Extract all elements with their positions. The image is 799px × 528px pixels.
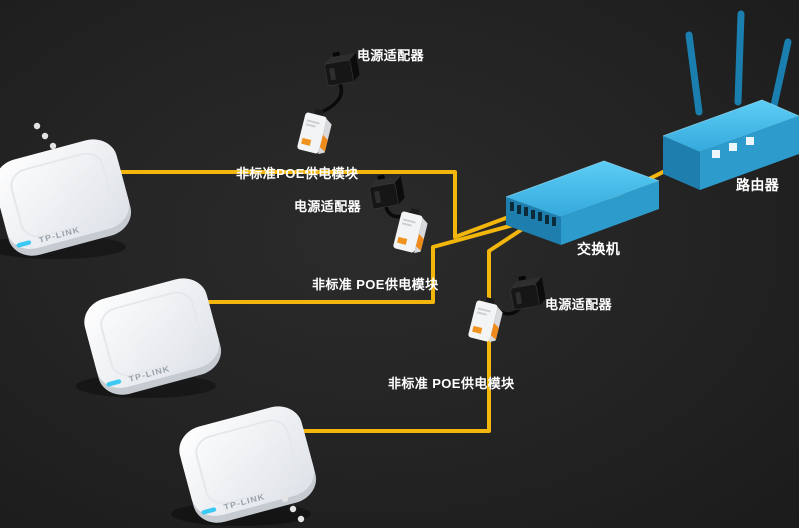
adapter3-body xyxy=(510,284,540,310)
label-switch: 交换机 xyxy=(577,241,621,257)
poe-injector-1 xyxy=(297,109,332,155)
poe3-text-line2 xyxy=(476,311,487,316)
power-adapter-2 xyxy=(369,174,405,209)
poe-injector-2 xyxy=(393,208,428,254)
access-point-2: TP-LINK xyxy=(76,278,222,398)
router-face-top xyxy=(663,100,799,152)
switch-face-top xyxy=(506,161,659,217)
label-poe-module-3: 非标准 POE供电模块 xyxy=(388,376,515,391)
poe-injector-3 xyxy=(468,297,503,343)
antenna-1-icon xyxy=(685,31,703,116)
power-adapter-3 xyxy=(510,275,546,310)
label-power-adapter-2: 电源适配器 xyxy=(294,199,362,214)
adapter1-topface xyxy=(324,52,356,65)
poe3-text-line1 xyxy=(477,307,491,313)
poe1-text-line1 xyxy=(306,119,320,125)
poe1-logo xyxy=(301,137,312,146)
ap3-inner-ring xyxy=(195,419,299,505)
poe2-logo xyxy=(397,236,408,245)
poe2-orange-band xyxy=(415,233,424,251)
router-leds xyxy=(712,137,754,158)
cable-adapter1-to-poe1 xyxy=(317,82,344,115)
access-point-1: TP-LINK xyxy=(0,139,132,259)
ap1-led xyxy=(16,240,32,248)
router xyxy=(662,10,799,190)
access-point-3: TP-LINK xyxy=(171,406,317,526)
switch-ports xyxy=(510,202,556,226)
label-router: 路由器 xyxy=(736,177,780,193)
ap1-inner-ring xyxy=(10,152,114,238)
switch-face-front xyxy=(561,181,659,245)
ap3-led xyxy=(201,507,217,515)
ethernet-switch xyxy=(505,160,660,245)
poe3-logo xyxy=(472,325,483,334)
poe1-text-line2 xyxy=(305,123,316,128)
router-face-front xyxy=(700,116,799,190)
adapter2-body xyxy=(369,183,399,209)
ap2-inner-ring xyxy=(100,291,204,377)
adapter2-glint xyxy=(374,190,381,204)
adapter1-body xyxy=(324,60,354,86)
more-devices-ellipsis-top xyxy=(33,122,57,150)
label-poe-module-2: 非标准 POE供电模块 xyxy=(312,277,439,292)
label-power-adapter-3: 电源适配器 xyxy=(545,297,613,312)
switch-top-highlight xyxy=(505,160,660,198)
adapter3-sideface xyxy=(535,276,546,306)
more-devices-ellipsis-bottom xyxy=(281,495,305,523)
adapter3-glint xyxy=(515,291,522,305)
antenna-2-icon xyxy=(734,10,745,106)
adapter2-topface xyxy=(369,175,401,188)
antenna-3-icon xyxy=(769,38,792,114)
label-poe-module-1: 非标准POE供电模块 xyxy=(236,166,359,181)
cable-ap2-to-switch xyxy=(203,222,519,304)
cable-ap3-to-switch xyxy=(293,226,526,433)
poe2-text-line2 xyxy=(401,222,412,227)
label-power-adapter-1: 电源适配器 xyxy=(357,48,425,63)
power-adapter-1 xyxy=(324,51,360,86)
adapter3-topface xyxy=(510,276,542,289)
poe1-orange-band xyxy=(319,134,328,152)
adapter2-sideface xyxy=(394,175,405,205)
router-antennas xyxy=(685,10,792,116)
poe3-orange-band xyxy=(490,322,499,340)
router-face-left xyxy=(663,136,700,190)
router-top-highlight xyxy=(662,99,799,137)
ap2-led xyxy=(106,379,122,387)
poe2-text-line1 xyxy=(402,218,416,224)
adapter1-glint xyxy=(329,67,336,81)
cable-ap1-to-switch xyxy=(102,170,516,239)
adapter1-sideface xyxy=(349,52,360,82)
